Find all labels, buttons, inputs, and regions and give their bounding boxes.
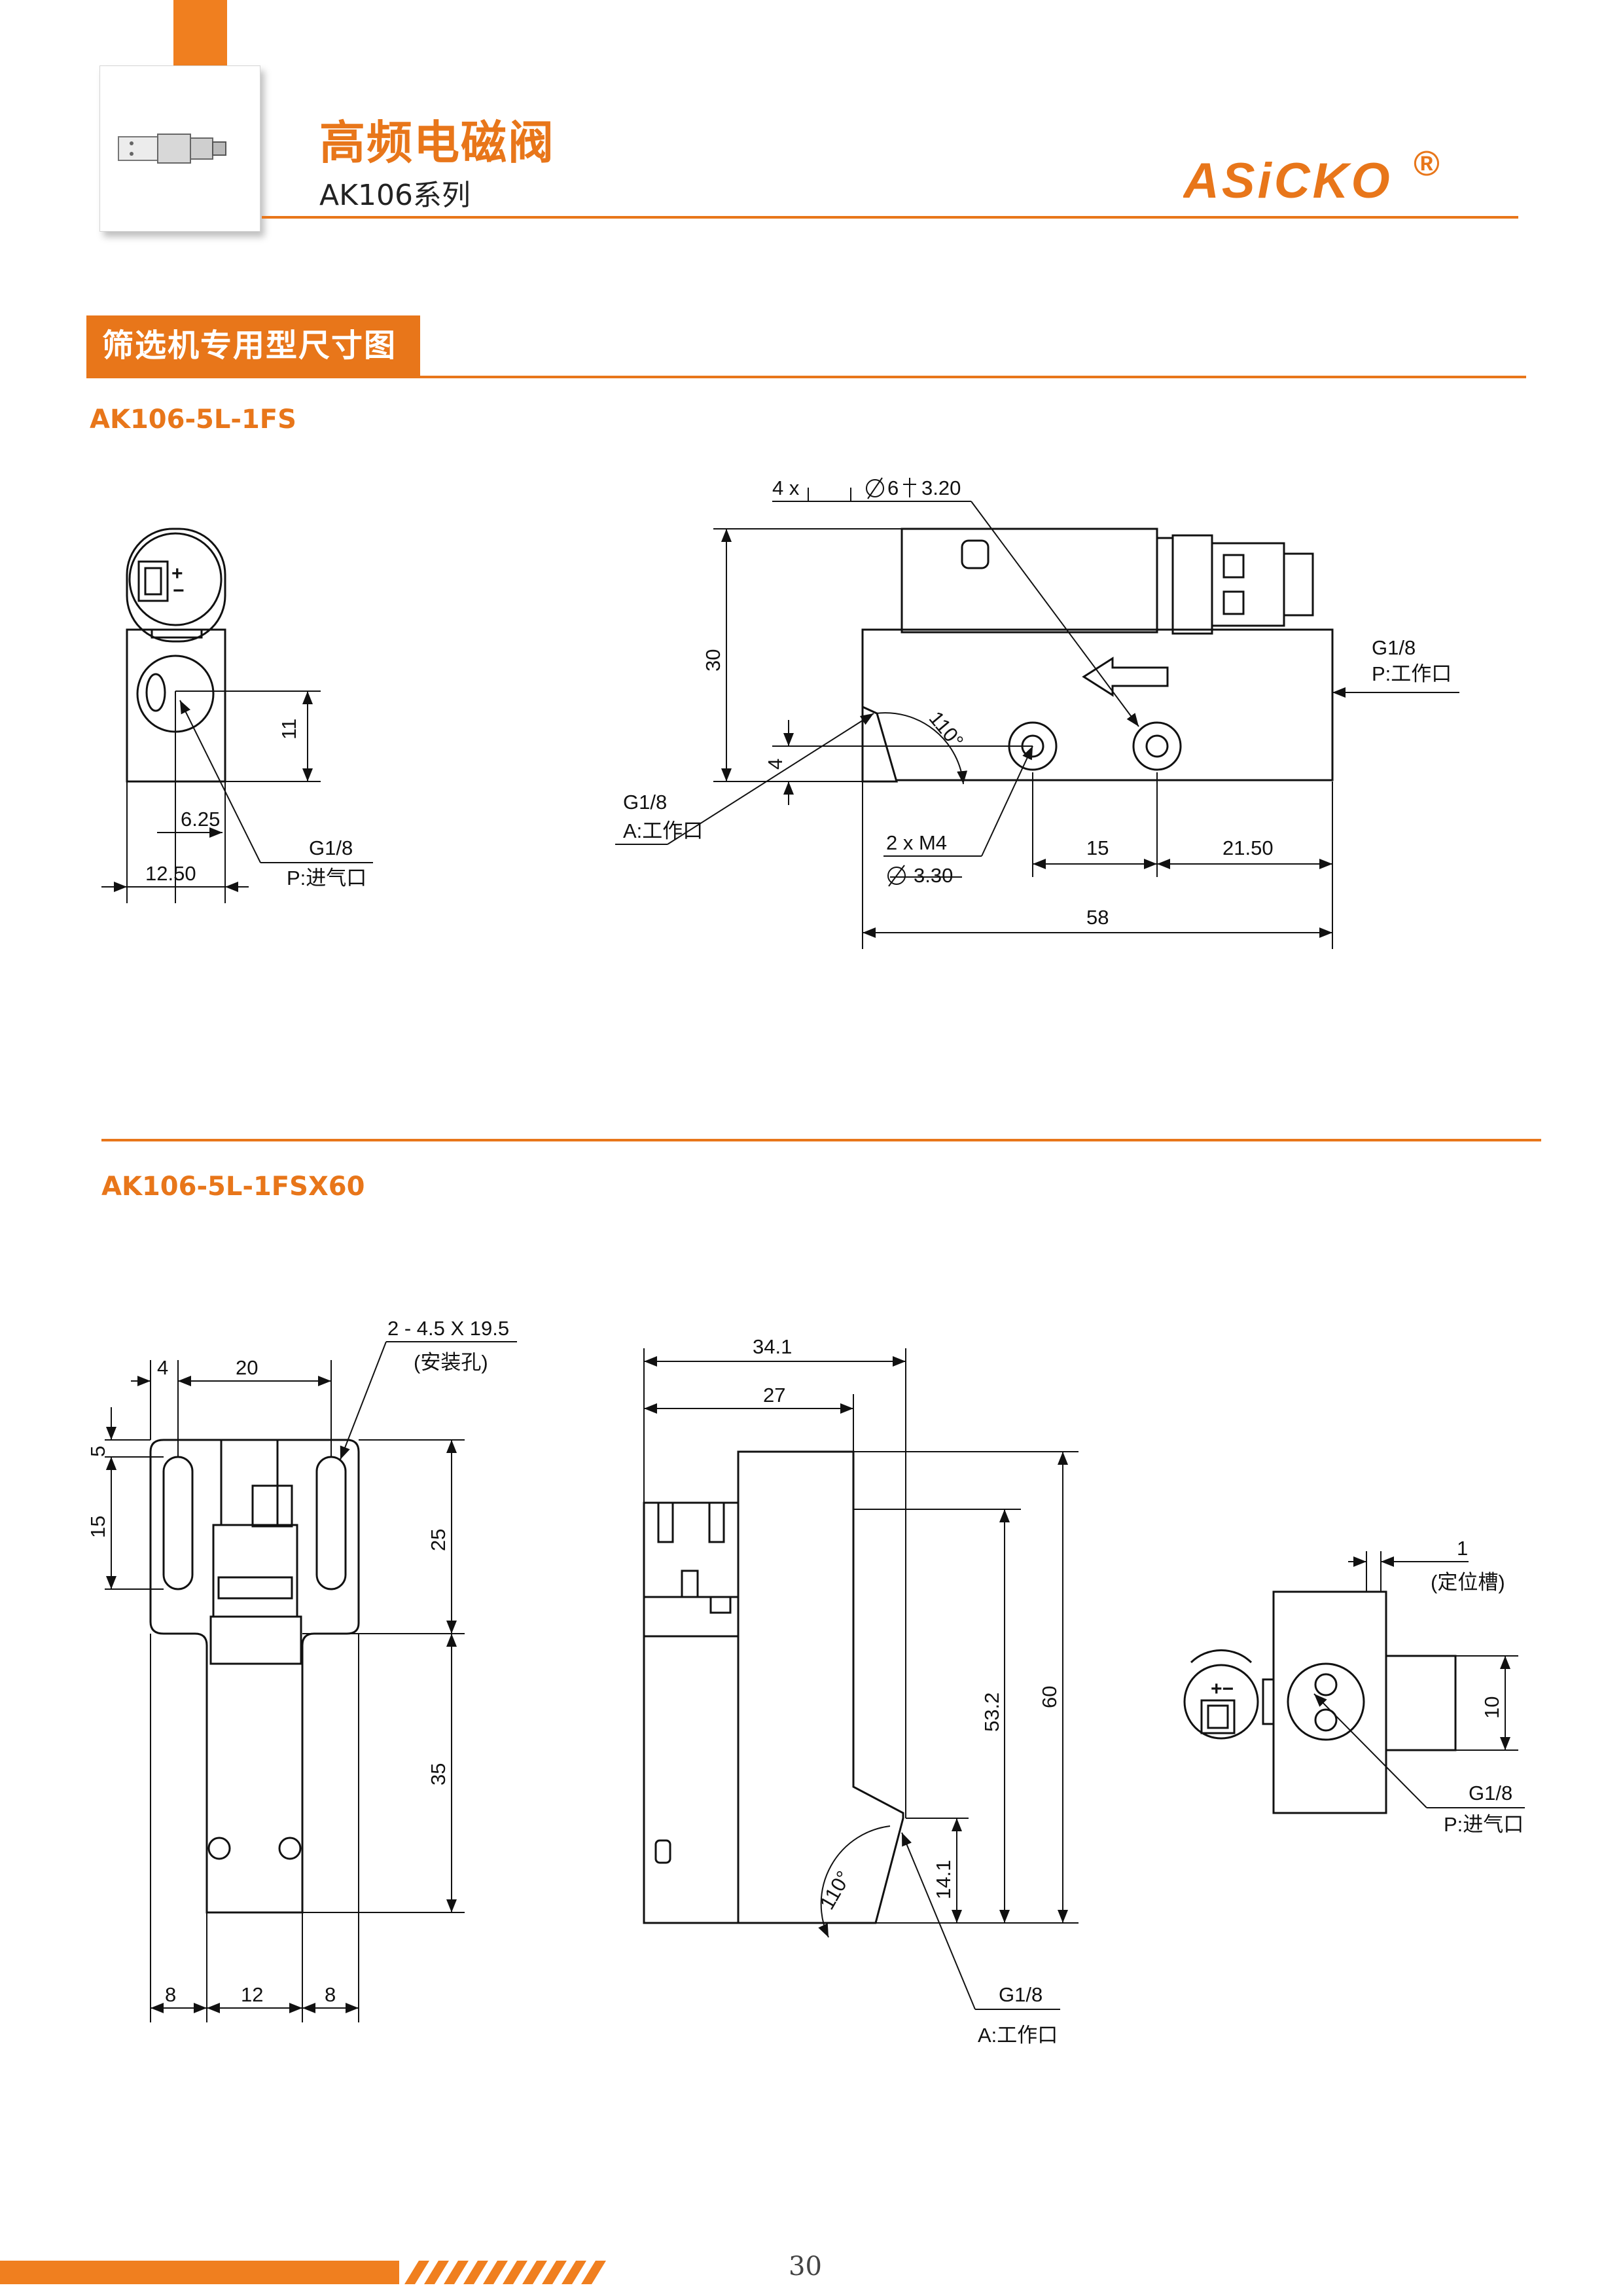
drawing1-front-view bbox=[861, 528, 1334, 783]
drawing2-side-dims bbox=[643, 1348, 1079, 2010]
series-subtitle: AK106系列 bbox=[319, 179, 471, 212]
d2-top-dim-8a: 8 bbox=[165, 1983, 176, 2006]
drawing2-top-dims bbox=[105, 1341, 517, 2022]
d1-side-dim-12-50: 12.50 bbox=[145, 862, 196, 885]
d2-top-dim-35: 35 bbox=[427, 1763, 450, 1785]
d1-front-dim-21-50: 21.50 bbox=[1222, 836, 1274, 859]
d1-front-dim-4: 4 bbox=[764, 759, 787, 770]
d1-side-dim-6-25: 6.25 bbox=[181, 808, 220, 831]
model-title-2: AK106-5L-1FSX60 bbox=[101, 1172, 365, 1202]
brand-logo: ASiCKO ® bbox=[1182, 144, 1471, 219]
model-title-1: AK106-5L-1FS bbox=[90, 404, 296, 435]
logo-wordmark: ASiCKO bbox=[1183, 153, 1393, 209]
d2-end-port-desc: P:进气口 bbox=[1444, 1813, 1524, 1836]
d2-side-dim-53-2: 53.2 bbox=[980, 1693, 1003, 1732]
page-number: 30 bbox=[789, 2251, 822, 2282]
d1-port-a-desc: A:工作口 bbox=[623, 819, 703, 842]
plus-minus-icon: − bbox=[173, 580, 185, 601]
d2-top-dim-15: 15 bbox=[86, 1516, 109, 1538]
d1-front-dim-58: 58 bbox=[1086, 906, 1109, 929]
d2-side-port-desc: A:工作口 bbox=[978, 2024, 1058, 2047]
drawing2-side-view bbox=[643, 1450, 904, 1924]
d1-front-dim-15: 15 bbox=[1086, 836, 1109, 859]
d1-side-port-desc: P:进气口 bbox=[287, 867, 366, 889]
diameter-icon bbox=[887, 867, 906, 885]
registered-mark: ® bbox=[1414, 144, 1440, 183]
d2-side-dim-14-1: 14.1 bbox=[932, 1860, 955, 1899]
d2-slot-label: 2 - 4.5 X 19.5 bbox=[387, 1317, 509, 1340]
d2-top-dim-12: 12 bbox=[241, 1983, 263, 2006]
d1-front-dim-30: 30 bbox=[702, 649, 724, 672]
d2-top-dim-5: 5 bbox=[86, 1446, 109, 1457]
section-title: 筛选机专用型尺寸图 bbox=[86, 315, 420, 376]
d2-top-dim-20: 20 bbox=[236, 1356, 258, 1379]
d2-slot-desc: (安装孔) bbox=[414, 1351, 488, 1374]
header-rule bbox=[262, 216, 1518, 219]
d2-side-dim-27: 27 bbox=[763, 1384, 785, 1407]
header-accent-tab bbox=[173, 0, 227, 65]
d1-callout-diameter: 6 bbox=[887, 476, 899, 499]
page-title: 高频电磁阀 bbox=[319, 116, 555, 170]
section-rule bbox=[86, 376, 1526, 378]
diameter-icon bbox=[866, 479, 884, 497]
d2-end-port-label: G1/8 bbox=[1469, 1782, 1512, 1804]
d2-top-dim-8b: 8 bbox=[325, 1983, 336, 2006]
d1-port-p-label: G1/8 bbox=[1372, 636, 1416, 659]
drawing1-front-dims bbox=[615, 488, 1459, 949]
d2-side-dim-34-1: 34.1 bbox=[753, 1335, 792, 1358]
d2-side-dim-60: 60 bbox=[1038, 1686, 1061, 1708]
d1-side-dim-11: 11 bbox=[277, 719, 300, 740]
d2-end-slot-desc: (定位槽) bbox=[1431, 1571, 1505, 1594]
diameter-icon-slash bbox=[888, 865, 905, 887]
plus-minus-icon: +− bbox=[1211, 1678, 1234, 1700]
drawing2-end-dims bbox=[1313, 1551, 1525, 1808]
product-thumbnail bbox=[99, 65, 260, 232]
d1-port-p-desc: P:工作口 bbox=[1372, 662, 1452, 685]
d1-port-a-label: G1/8 bbox=[623, 791, 667, 814]
drawing2-end-view bbox=[1183, 1590, 1457, 1814]
valve-thumbnail-icon bbox=[118, 134, 226, 164]
d2-end-dim-1: 1 bbox=[1457, 1537, 1468, 1560]
d2-top-dim-25: 25 bbox=[427, 1529, 450, 1551]
footer-stripes bbox=[0, 2261, 606, 2284]
d1-thread-diameter: 3.30 bbox=[914, 864, 953, 887]
d1-thread-label: 2 x M4 bbox=[886, 831, 947, 854]
d2-end-dim-10: 10 bbox=[1480, 1696, 1503, 1719]
d2-side-port-label: G1/8 bbox=[999, 1983, 1043, 2006]
diameter-icon-slash bbox=[867, 477, 883, 499]
drawing1-side-dims bbox=[101, 691, 373, 903]
section-divider bbox=[101, 1139, 1541, 1141]
d1-side-port-label: G1/8 bbox=[309, 836, 353, 859]
drawing2-top-view bbox=[149, 1439, 360, 1914]
d1-callout-prefix: 4 x bbox=[772, 476, 800, 499]
d1-callout-depth: 3.20 bbox=[921, 476, 961, 499]
d2-top-dim-4: 4 bbox=[157, 1356, 168, 1379]
plus-minus-icon: + bbox=[171, 563, 183, 584]
